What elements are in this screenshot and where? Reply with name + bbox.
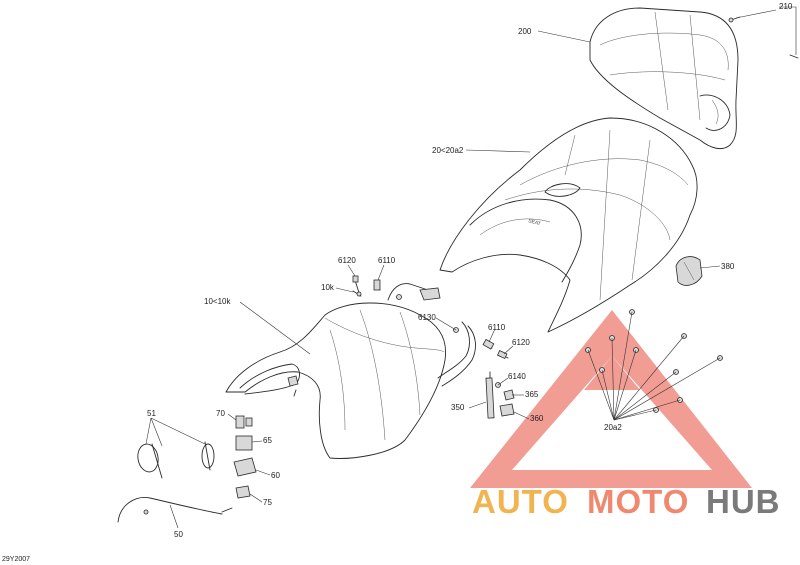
lower-left-parts [117,415,257,523]
seat-bracket-part [387,283,476,387]
label-75: 75 [263,498,272,507]
label-20-20a2: 20<20a2 [432,146,464,155]
watermark-auto: AUTO [472,483,569,520]
label-6120a: 6120 [338,256,356,265]
label-65: 65 [263,436,272,445]
label-380: 380 [721,262,735,271]
screw-part-210 [728,16,799,59]
driver-seat-part [225,302,447,459]
label-70: 70 [216,409,225,418]
label-210: 210 [779,2,793,11]
label-51: 51 [147,409,156,418]
leader-lines [145,6,797,529]
figure-code: 29Y2007 [2,556,31,563]
label-10k: 10k [321,283,335,292]
label-60: 60 [271,471,280,480]
strut-parts [485,371,515,419]
pins-parts [352,275,509,388]
watermark-logo: AUTO MOTO HUB [470,310,781,520]
label-200: 200 [518,27,532,36]
label-6110a: 6110 [378,256,396,265]
label-360: 360 [530,414,544,423]
label-6130: 6130 [418,313,436,322]
module-part-380 [675,256,703,286]
label-10-10k: 10<10k [204,297,231,306]
watermark-triangle-inner [512,356,712,470]
passenger-seat-part: SEAT [439,117,698,333]
label-50: 50 [174,530,183,539]
label-6110b: 6110 [488,323,506,332]
label-6140: 6140 [508,372,526,381]
label-350: 350 [451,403,465,412]
svg-text:SEAT: SEAT [527,218,541,227]
label-20a2: 20a2 [604,423,622,432]
label-365: 365 [525,390,539,399]
watermark-hub: HUB [706,483,781,520]
watermark-moto: MOTO [587,483,689,520]
label-6120b: 6120 [512,338,530,347]
callout-labels: 200 210 20<20a2 6120 6110 10k 10<10k 613… [147,2,793,539]
backrest-part [589,7,739,150]
